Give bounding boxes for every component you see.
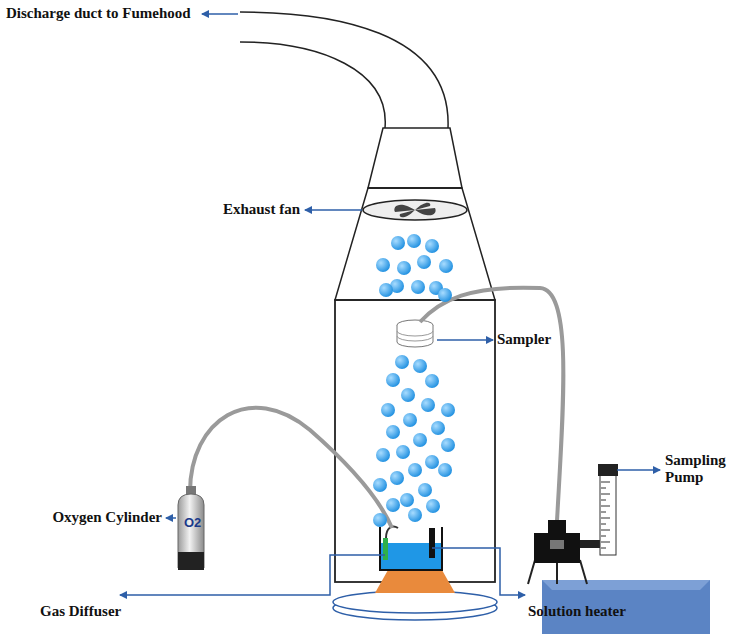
bubble xyxy=(426,499,440,513)
bubble xyxy=(413,359,427,373)
bubble xyxy=(373,513,387,527)
bubble xyxy=(411,280,425,294)
thermometer xyxy=(429,528,435,558)
bubble xyxy=(391,236,405,250)
oxygen-tube xyxy=(190,408,392,528)
bubble xyxy=(425,455,439,469)
heater-label: Solution heater xyxy=(528,603,626,620)
bubble xyxy=(421,398,435,412)
bubble xyxy=(397,261,411,275)
tick xyxy=(601,500,606,501)
tick xyxy=(601,506,610,507)
tick xyxy=(601,548,606,549)
bubble xyxy=(386,425,400,439)
tick xyxy=(601,488,606,489)
bubble xyxy=(403,413,417,427)
duct-label: Discharge duct to Fumehood xyxy=(6,5,191,22)
bubble xyxy=(418,483,432,497)
gas-formula: O2 xyxy=(184,515,201,530)
bubble xyxy=(425,239,439,253)
tick xyxy=(601,542,610,543)
gas-diffuser xyxy=(383,538,388,560)
sampling-pump xyxy=(528,464,710,634)
bubbles xyxy=(373,234,455,527)
bubble xyxy=(408,463,422,477)
tick xyxy=(601,512,606,513)
oxygen-cylinder xyxy=(178,486,204,570)
tick xyxy=(601,524,606,525)
tick xyxy=(601,482,610,483)
chamber xyxy=(335,300,495,582)
bubble xyxy=(373,478,387,492)
bubble xyxy=(417,255,431,269)
bubble xyxy=(407,234,421,248)
sampler-label: Sampler xyxy=(497,331,551,348)
duct xyxy=(240,42,385,128)
bubble xyxy=(438,288,452,302)
solution-heater xyxy=(375,570,455,593)
bubble xyxy=(390,471,404,485)
bubble xyxy=(413,433,427,447)
tick xyxy=(601,494,610,495)
sampling-tube xyxy=(420,288,563,540)
hood-neck xyxy=(368,128,462,188)
exhaust-fan xyxy=(363,200,467,220)
bubble xyxy=(396,445,410,459)
cylinder-label: Oxygen Cylinder xyxy=(52,509,162,526)
diffuser-label: Gas Diffuser xyxy=(40,603,121,620)
bubble xyxy=(439,259,453,273)
bubble xyxy=(379,283,393,297)
bubble xyxy=(400,493,414,507)
bubble xyxy=(425,374,439,388)
bubble xyxy=(401,388,415,402)
bubble xyxy=(431,421,445,435)
bubble xyxy=(376,258,390,272)
bubble xyxy=(441,403,455,417)
bubble xyxy=(386,373,400,387)
bubble xyxy=(386,498,400,512)
bubble xyxy=(395,355,409,369)
bubble xyxy=(438,463,452,477)
tick xyxy=(601,518,610,519)
hood xyxy=(335,188,495,300)
duct xyxy=(240,12,448,128)
sampler xyxy=(397,320,433,347)
tick xyxy=(601,530,610,531)
bubble xyxy=(408,508,422,522)
fan-label: Exhaust fan xyxy=(223,201,300,218)
bubble xyxy=(376,448,390,462)
bubble xyxy=(441,438,455,452)
leader-arrows xyxy=(120,14,660,595)
tick xyxy=(601,536,606,537)
pump-label: Sampling Pump xyxy=(665,452,735,487)
bubble xyxy=(381,403,395,417)
